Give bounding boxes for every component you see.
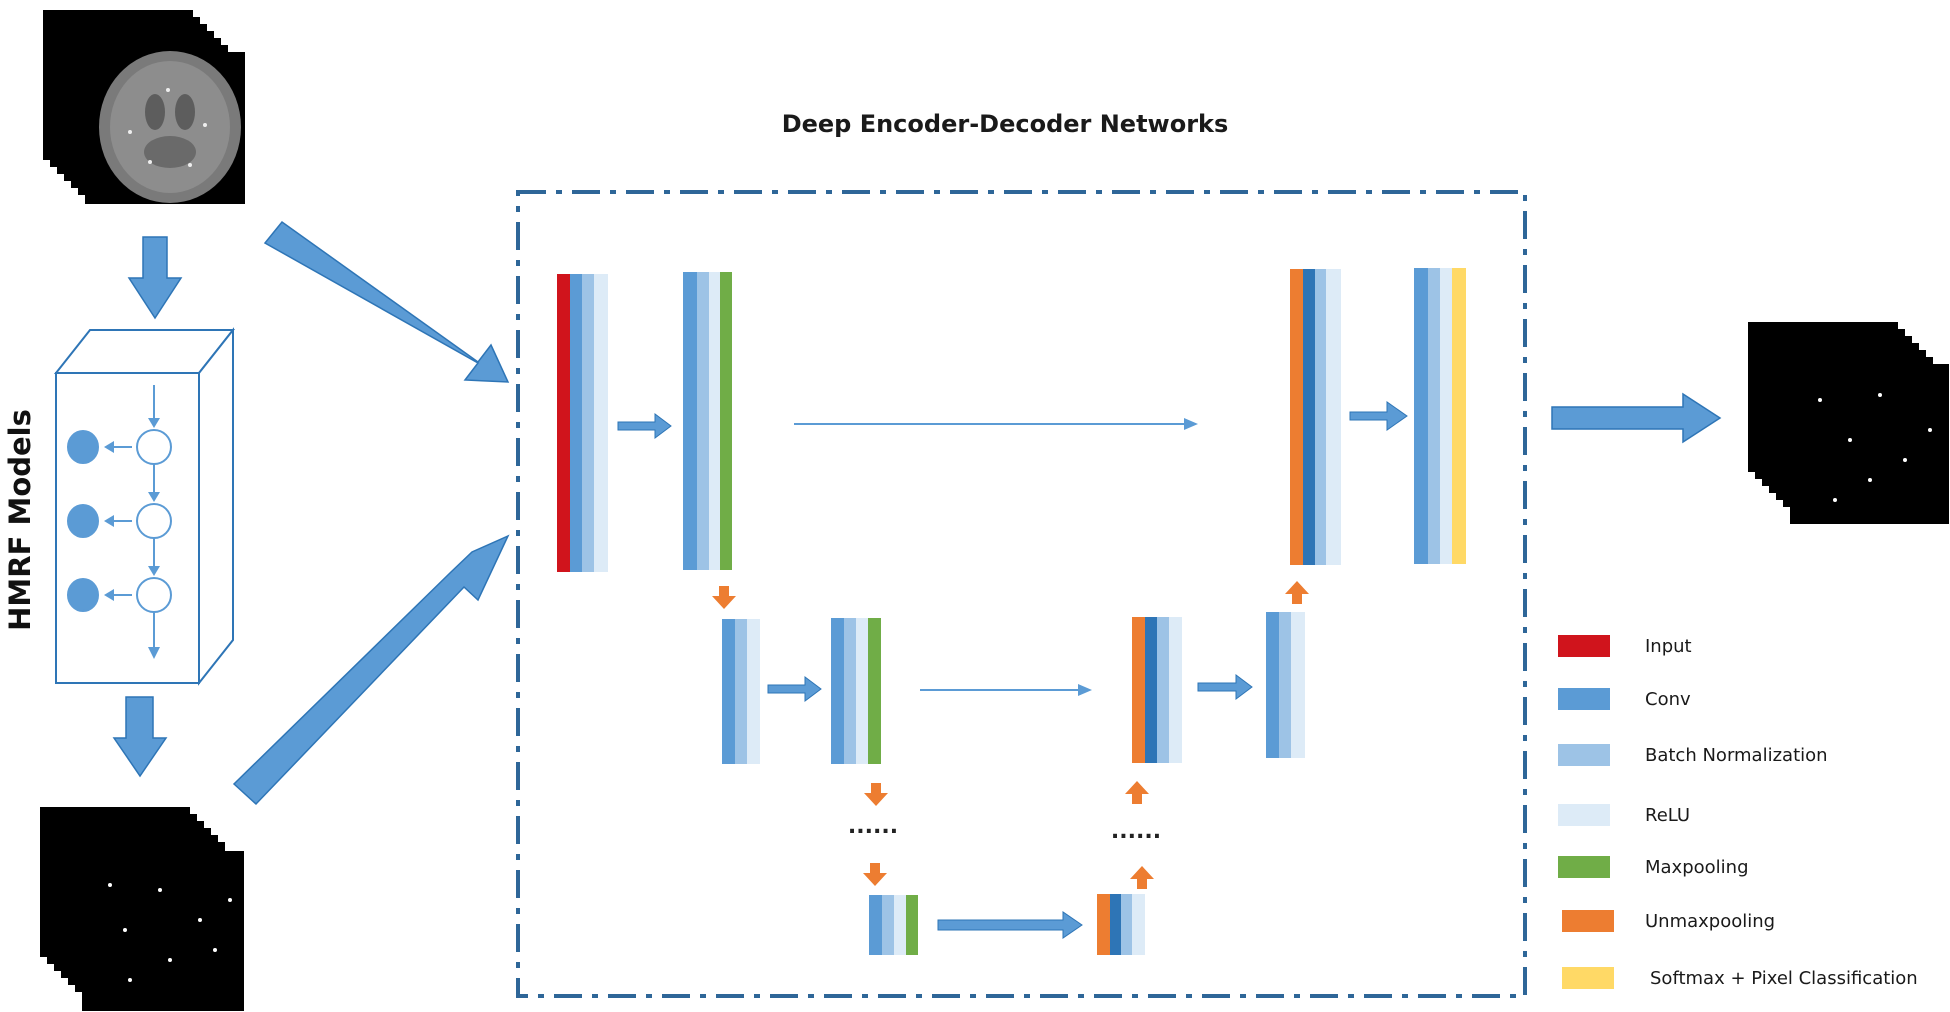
arrow-mask-to-network [232, 534, 510, 806]
skip-connections [794, 418, 1198, 696]
arrow-network-to-output [1551, 392, 1722, 444]
legend-label-1: Conv [1645, 689, 1691, 710]
arrow-hmrf-to-mask [112, 696, 168, 778]
legend-swatch-4 [1558, 856, 1610, 878]
arrow-mri-to-hmrf [127, 236, 183, 320]
legend-swatch-3 [1558, 804, 1610, 826]
inner-arrows [617, 401, 1408, 939]
legend-label-4: Maxpooling [1645, 857, 1749, 878]
encoder-block-5 [869, 895, 918, 955]
network-frame [516, 190, 1527, 998]
legend-label-3: ReLU [1645, 805, 1690, 826]
legend-label-0: Input [1645, 636, 1692, 657]
network-output-stack [1748, 322, 1949, 524]
diagram-title: Deep Encoder-Decoder Networks [782, 110, 1229, 138]
legend-label-2: Batch Normalization [1645, 745, 1828, 766]
decoder-block-2 [1132, 617, 1182, 763]
encoder-block-4 [831, 618, 881, 764]
arrow-mri-to-network [263, 220, 510, 383]
ellipsis-decoder: ...... [1111, 819, 1161, 844]
orange-arrows [712, 581, 1309, 889]
input-mri-stack [43, 10, 245, 204]
legend-label-6: Softmax + Pixel Classification [1650, 968, 1918, 989]
encoder-block-2 [683, 272, 732, 570]
legend-swatch-1 [1558, 688, 1610, 710]
legend-swatch-6 [1562, 967, 1614, 989]
decoder-block-4 [1290, 269, 1341, 565]
ellipsis-encoder: ...... [848, 814, 898, 839]
decoder-block-3 [1266, 612, 1305, 758]
encoder-block-1 [557, 274, 608, 572]
decoder-block-5 [1414, 268, 1466, 564]
hmrf-graph [67, 385, 172, 659]
encoder-block-3 [722, 619, 760, 764]
legend-swatch-0 [1558, 635, 1610, 657]
decoder-block-1 [1097, 894, 1145, 955]
legend-swatch-5 [1562, 910, 1614, 932]
legend-swatch-2 [1558, 744, 1610, 766]
hmrf-output-stack [40, 807, 244, 1011]
hmrf-label: HMRF Models [3, 409, 37, 631]
legend-label-5: Unmaxpooling [1645, 911, 1775, 932]
flow-arrows [112, 220, 1722, 806]
